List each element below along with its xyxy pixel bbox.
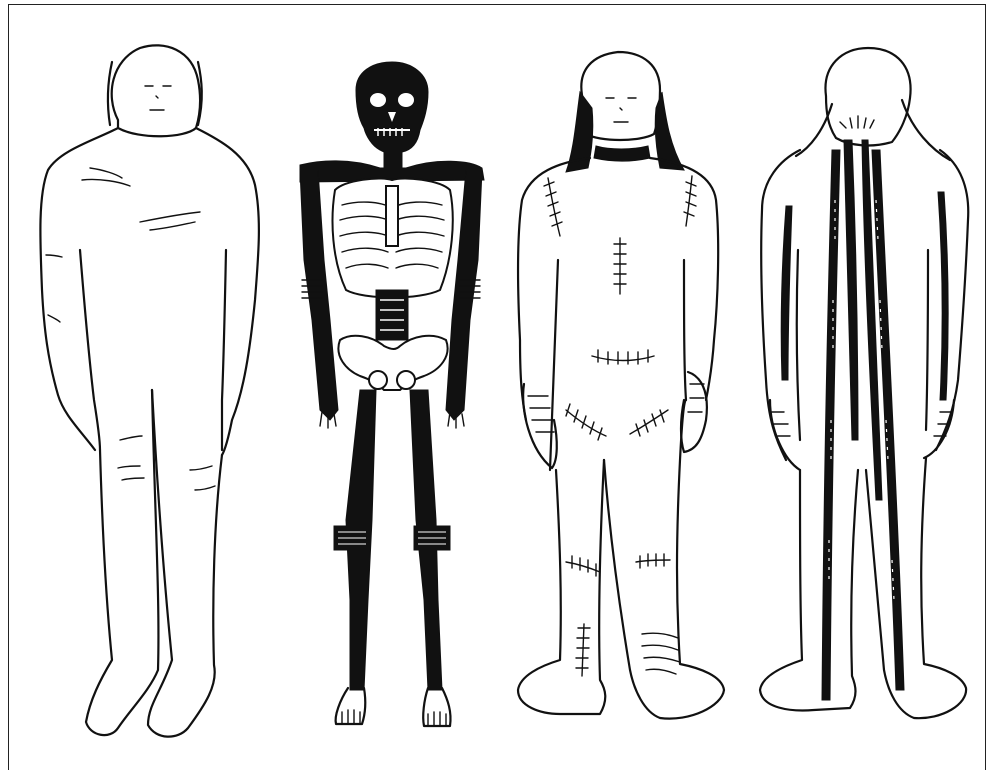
wrapped-figure [40,45,259,736]
figure-back-with-reeds [760,48,968,718]
skeleton-figure [300,62,484,726]
stitched-figure-front [518,52,724,719]
